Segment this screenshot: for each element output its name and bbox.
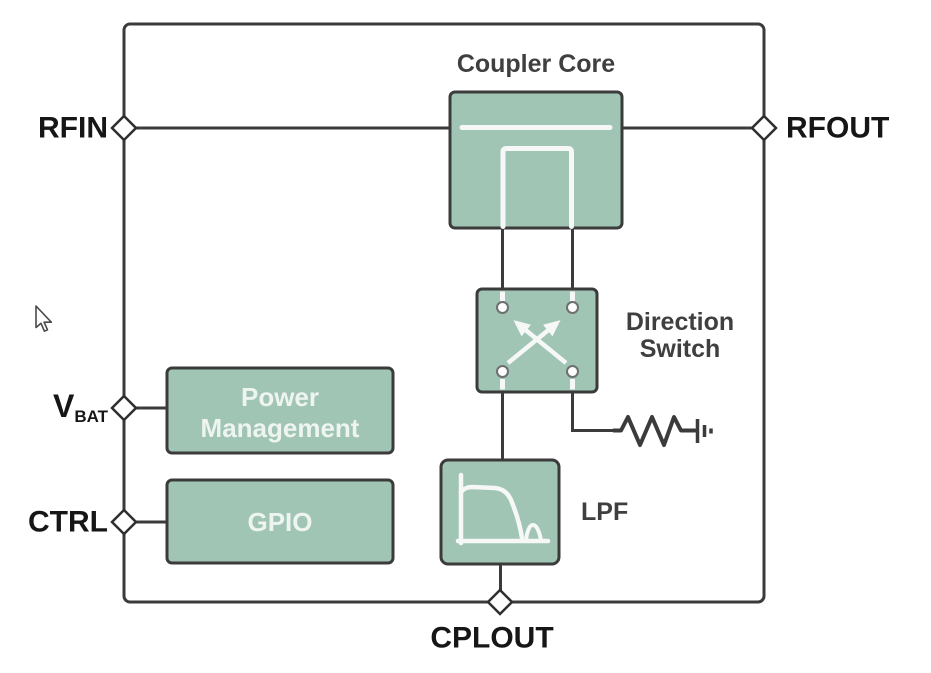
pin-diamond-cplout	[486, 588, 514, 616]
power-management-label-line1: Power	[241, 382, 319, 412]
pin-label-rfin: RFIN	[38, 112, 108, 145]
pin-label-vbat: VBAT	[53, 388, 109, 426]
switch-port-gaps	[500, 291, 575, 390]
switch-port-contacts	[496, 301, 579, 378]
mouse-cursor-icon	[35, 305, 53, 332]
pin-diamond-rfout	[750, 114, 778, 142]
pin-diamond-vbat	[110, 394, 138, 422]
wire-switch-to-resistor	[571, 391, 614, 432]
coupler-core-icon	[459, 125, 613, 229]
coupler-core-title: Coupler Core	[457, 50, 615, 78]
resistor-icon	[612, 415, 697, 447]
gpio-block	[165, 478, 395, 565]
power-management-label-line2: Management	[201, 413, 360, 443]
pin-diamond-rfin	[110, 114, 138, 142]
pin-label-ctrl: CTRL	[28, 506, 108, 539]
lpf-response-icon	[455, 472, 551, 546]
ground-icon	[695, 419, 713, 443]
pin-diamond-ctrl	[110, 508, 138, 536]
lpf-title: LPF	[581, 498, 628, 526]
direction-switch-title-line2: Switch	[640, 335, 721, 363]
lpf-block	[439, 458, 561, 566]
pin-label-rfout: RFOUT	[786, 112, 889, 145]
power-management-block	[165, 366, 395, 455]
gpio-label: GPIO	[247, 507, 312, 537]
switch-cross-arrows-icon	[506, 320, 568, 365]
pin-label-cplout: CPLOUT	[430, 622, 553, 655]
direction-switch-title-line1: Direction	[626, 308, 734, 336]
coupler-core-block	[448, 90, 624, 230]
